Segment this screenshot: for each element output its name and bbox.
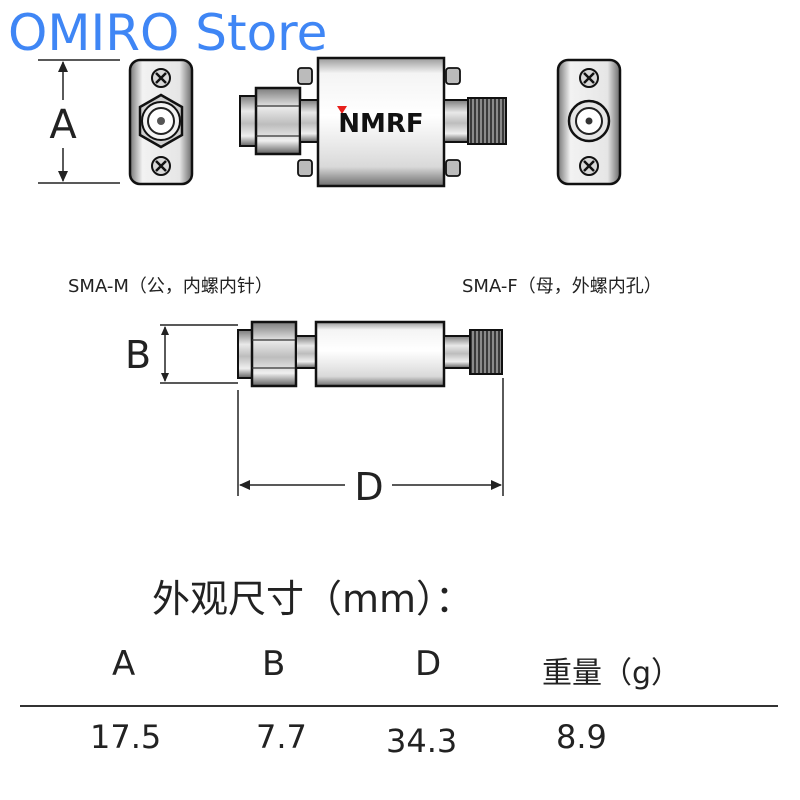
value-weight: 8.9 — [556, 718, 607, 756]
left-connector-label: SMA-M（公，内螺内针） — [68, 276, 273, 297]
brand-logo: NMRF — [338, 109, 423, 139]
dim-b-label: B — [125, 333, 151, 377]
product-drawing: A NMRF — [38, 56, 622, 509]
dim-a-label: A — [49, 102, 77, 148]
value-d: 34.3 — [386, 722, 458, 760]
value-b: 7.7 — [256, 718, 307, 756]
left-end-view — [128, 58, 194, 186]
dim-d-label: D — [354, 465, 383, 509]
header-d: D — [415, 644, 442, 684]
table-divider — [20, 705, 778, 707]
dimension-b: B — [125, 324, 238, 384]
top-side-view: NMRF — [239, 56, 507, 188]
header-a: A — [112, 644, 136, 684]
header-weight: 重量（g） — [542, 656, 682, 691]
right-end-view — [556, 58, 622, 186]
dimension-a: A — [38, 59, 120, 184]
header-b: B — [262, 644, 286, 684]
bottom-side-view — [237, 320, 503, 388]
store-watermark: OMIRO Store — [8, 4, 328, 62]
right-connector-label: SMA-F（母，外螺内孔） — [462, 276, 662, 297]
dimension-d: D — [237, 378, 504, 509]
dimensions-title: 外观尺寸（mm）： — [152, 577, 474, 621]
value-a: 17.5 — [90, 718, 162, 756]
